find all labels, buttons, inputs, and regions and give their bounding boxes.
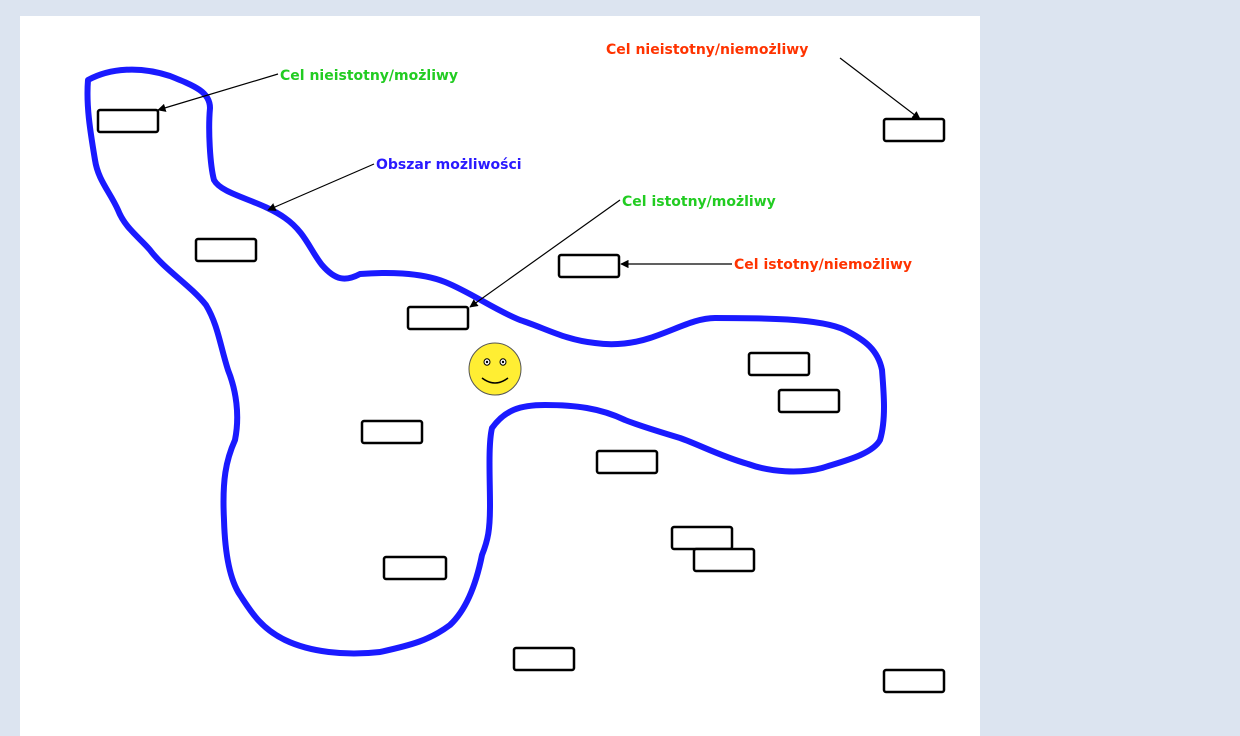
goal-box bbox=[882, 117, 946, 143]
goal-box bbox=[194, 237, 258, 263]
goal-box bbox=[747, 351, 811, 377]
smiley-face-icon bbox=[468, 342, 522, 396]
goal-box bbox=[360, 419, 424, 445]
goal-box bbox=[777, 388, 841, 414]
goal-box bbox=[96, 108, 160, 134]
label-relevant-impossible: Cel istotny/niemożliwy bbox=[734, 257, 912, 273]
goal-box bbox=[882, 668, 946, 694]
label-irrelevant-possible: Cel nieistotny/możliwy bbox=[280, 68, 458, 84]
arrow-irrelevant-impossible bbox=[839, 57, 921, 120]
goal-box bbox=[406, 305, 470, 331]
goal-box bbox=[595, 449, 659, 475]
goal-box bbox=[557, 253, 621, 279]
arrow-possibility-area bbox=[267, 163, 375, 211]
label-irrelevant-impossible: Cel nieistotny/niemożliwy bbox=[606, 42, 808, 58]
possibility-area-outline bbox=[84, 66, 887, 657]
goal-box bbox=[670, 525, 734, 551]
arrow-irrelevant-possible bbox=[157, 73, 279, 112]
goal-box bbox=[692, 547, 756, 573]
arrow-relevant-possible bbox=[469, 199, 621, 308]
goal-box bbox=[512, 646, 576, 672]
goal-box bbox=[382, 555, 448, 581]
label-possibility-area: Obszar możliwości bbox=[376, 157, 522, 173]
label-relevant-possible: Cel istotny/możliwy bbox=[622, 194, 776, 210]
